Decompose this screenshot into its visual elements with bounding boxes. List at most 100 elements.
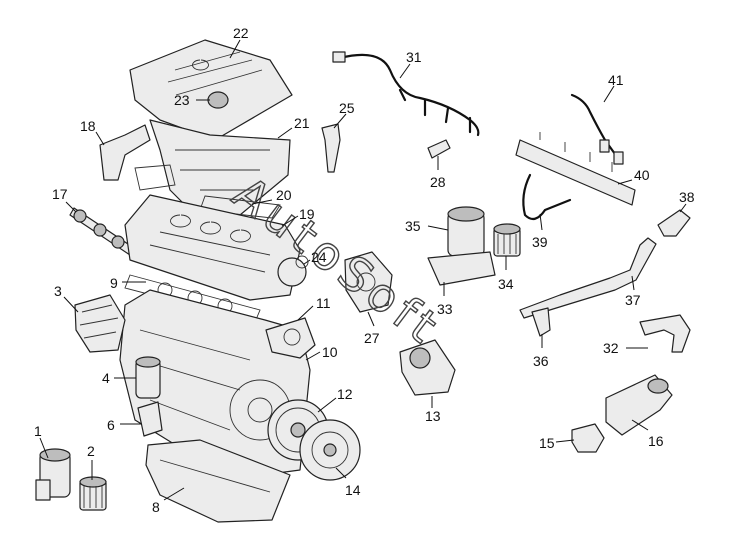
callout-label-9: 9 <box>110 275 118 291</box>
coolant-hose-37 <box>519 237 657 319</box>
callout: 21 <box>277 115 310 139</box>
callout-label-24: 24 <box>311 249 327 265</box>
oil-filter-housing <box>135 356 161 399</box>
callout: 31 <box>399 49 422 79</box>
callout-label-6: 6 <box>107 417 115 433</box>
callout-label-32: 32 <box>603 340 619 356</box>
callout: 1 <box>34 423 49 459</box>
callout: 36 <box>533 334 549 369</box>
callout-label-16: 16 <box>648 433 664 449</box>
callout-label-34: 34 <box>498 276 514 292</box>
callout-label-38: 38 <box>679 189 695 205</box>
callout: 9 <box>110 275 146 291</box>
crankshaft-pulley <box>74 294 126 353</box>
callout: 17 <box>52 186 77 213</box>
callout-label-35: 35 <box>405 218 421 234</box>
rail-wiring <box>570 93 624 165</box>
water-outlet-housing <box>605 374 673 436</box>
callout: 15 <box>539 435 575 451</box>
wiring-harness <box>332 51 480 137</box>
callout-label-8: 8 <box>152 499 160 515</box>
callout: 22 <box>229 25 249 59</box>
callout: 2 <box>87 443 95 480</box>
callout: 32 <box>603 340 648 356</box>
callout: 3 <box>54 283 79 313</box>
fuel-filter <box>35 448 71 501</box>
callout: 8 <box>152 487 185 515</box>
callout: 39 <box>532 213 548 250</box>
cylinder-head <box>124 194 307 301</box>
callout-label-13: 13 <box>425 408 441 424</box>
callout: 24 <box>303 249 327 265</box>
callout-label-21: 21 <box>294 115 310 131</box>
temperature-sensor-15 <box>571 423 605 453</box>
callout: 11 <box>297 295 331 321</box>
callout: 10 <box>305 344 338 361</box>
callout-label-41: 41 <box>608 72 624 88</box>
callout: 23 <box>174 92 210 108</box>
vacuum-pump <box>277 257 307 287</box>
callout-label-2: 2 <box>87 443 95 459</box>
callout-label-27: 27 <box>364 330 380 346</box>
callout-label-18: 18 <box>80 118 96 134</box>
oil-filler-cap <box>207 91 229 109</box>
callout: 34 <box>498 256 514 292</box>
fuel-pipe <box>522 173 572 221</box>
callout: 38 <box>679 189 695 213</box>
callout: 37 <box>625 275 641 308</box>
vacuum-pump-seal <box>295 255 309 269</box>
coolant-fitting-36 <box>531 307 551 337</box>
coolant-hose-32 <box>639 314 691 353</box>
callout-label-39: 39 <box>532 234 548 250</box>
fuel-injector <box>321 123 341 173</box>
callout-label-4: 4 <box>102 370 110 386</box>
oil-pan <box>145 439 291 523</box>
callout: 20 <box>251 187 292 205</box>
callout-label-28: 28 <box>430 174 446 190</box>
callout: 33 <box>437 282 453 317</box>
callout-label-31: 31 <box>406 49 422 65</box>
sensor-28 <box>427 139 451 159</box>
callout: 12 <box>317 386 353 413</box>
callout-label-10: 10 <box>322 344 338 360</box>
callout-label-37: 37 <box>625 292 641 308</box>
thermostat-housing <box>99 124 151 181</box>
callout-label-12: 12 <box>337 386 353 402</box>
oil-pump-bracket <box>137 401 163 437</box>
high-pressure-fuel-pump <box>344 251 393 313</box>
callout: 35 <box>405 218 449 234</box>
callout-label-1: 1 <box>34 423 42 439</box>
callout-label-23: 23 <box>174 92 190 108</box>
callout-label-20: 20 <box>276 187 292 203</box>
callout: 19 <box>281 206 315 227</box>
callout-label-3: 3 <box>54 283 62 299</box>
callout-label-14: 14 <box>345 482 361 498</box>
callout: 16 <box>631 419 664 449</box>
callout: 28 <box>430 156 446 190</box>
callout-label-11: 11 <box>316 295 331 311</box>
callout-label-15: 15 <box>539 435 555 451</box>
callout-label-25: 25 <box>339 100 355 116</box>
callout: 13 <box>425 396 441 424</box>
callout: 6 <box>107 417 142 433</box>
callout-label-36: 36 <box>533 353 549 369</box>
fuel-filter-cartridge <box>79 476 107 511</box>
callout: 41 <box>603 72 624 103</box>
fuel-filter-head <box>427 206 496 286</box>
callout: 14 <box>335 467 361 498</box>
engine-top-cover <box>129 39 293 141</box>
callout-label-33: 33 <box>437 301 453 317</box>
callout-label-19: 19 <box>299 206 315 222</box>
intake-manifold <box>134 119 291 221</box>
callout: 4 <box>102 370 136 386</box>
clutch-disc <box>299 419 361 481</box>
callout-label-22: 22 <box>233 25 249 41</box>
fuel-rail <box>515 132 636 206</box>
hose-38 <box>657 209 691 237</box>
callout-label-40: 40 <box>634 167 650 183</box>
callout: 25 <box>333 100 355 129</box>
camshaft <box>69 207 135 256</box>
callout-label-17: 17 <box>52 186 68 202</box>
callout: 40 <box>617 167 650 185</box>
